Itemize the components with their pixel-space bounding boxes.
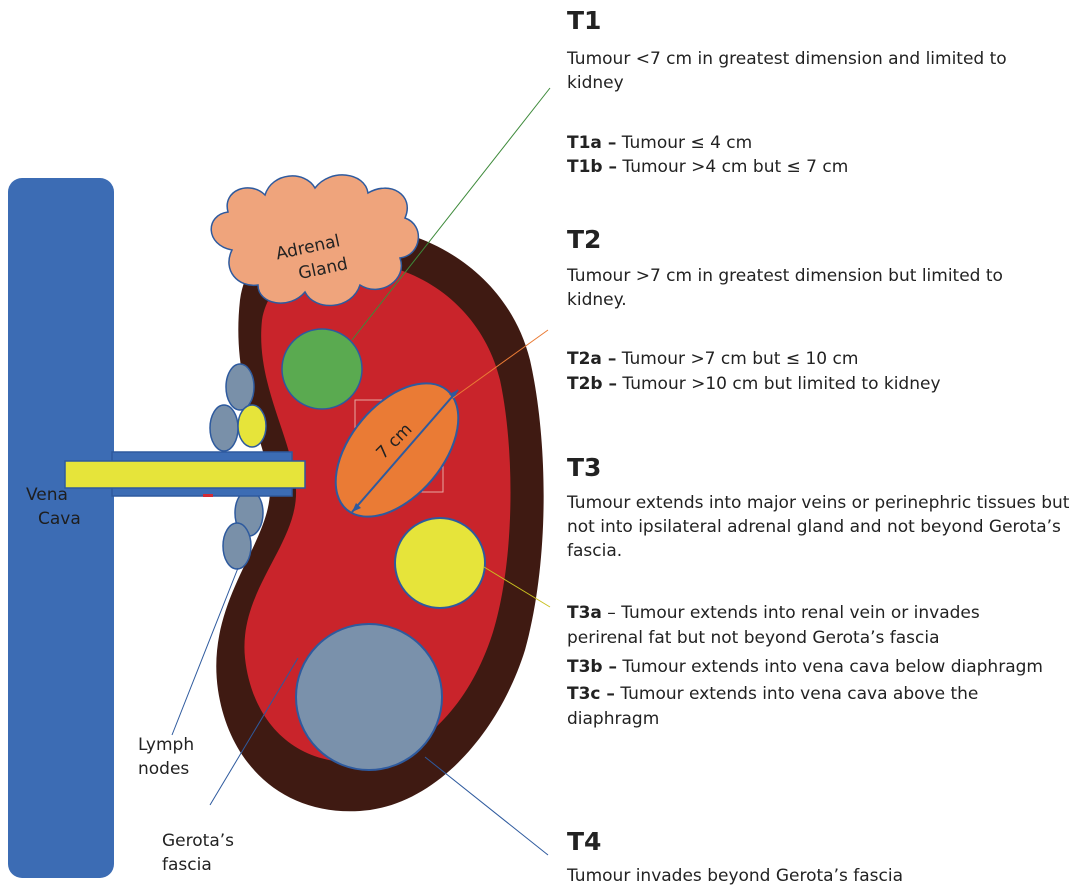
t2a-code: T2a – bbox=[567, 349, 616, 369]
t2b-text: Tumour >10 cm but limited to kidney bbox=[617, 374, 941, 394]
renal-artery bbox=[65, 461, 305, 488]
t1-title: T1 bbox=[567, 6, 601, 36]
t1-tumour bbox=[282, 329, 362, 409]
t3-description: Tumour extends into major veins or perin… bbox=[567, 491, 1079, 563]
t3a-code: T3a bbox=[567, 603, 602, 623]
lymph-node bbox=[210, 405, 238, 451]
t4-title: T4 bbox=[567, 827, 601, 857]
t3b-text: Tumour extends into vena cava below diap… bbox=[617, 657, 1043, 677]
t1a-item: T1a – Tumour ≤ 4 cm bbox=[567, 131, 1082, 155]
t1b-item: T1b – Tumour >4 cm but ≤ 7 cm bbox=[567, 155, 1082, 179]
t3c-item: T3c – Tumour extends into vena cava abov… bbox=[567, 682, 1037, 732]
t1b-text: Tumour >4 cm but ≤ 7 cm bbox=[617, 157, 848, 177]
t2a-text: Tumour >7 cm but ≤ 10 cm bbox=[616, 349, 858, 369]
t2-title: T2 bbox=[567, 225, 601, 255]
lymph-nodes-label-line1: Lymph bbox=[138, 733, 194, 757]
lymph-node-yellow bbox=[238, 405, 266, 447]
vena-cava-label-line2: Cava bbox=[26, 507, 81, 531]
lymph-node bbox=[223, 523, 251, 569]
lymph-nodes-label: Lymph nodes bbox=[138, 733, 194, 781]
t3c-code: T3c – bbox=[567, 684, 615, 704]
t4-description: Tumour invades beyond Gerota’s fascia bbox=[567, 864, 1082, 888]
t3b-item: T3b – Tumour extends into vena cava belo… bbox=[567, 655, 1082, 679]
t3c-text: Tumour extends into vena cava above the … bbox=[567, 684, 978, 729]
t2a-item: T2a – Tumour >7 cm but ≤ 10 cm bbox=[567, 347, 1082, 371]
t4-leader-line bbox=[425, 757, 548, 855]
vena-cava-label: Vena Cava bbox=[26, 483, 81, 531]
t4-tumour bbox=[296, 624, 442, 770]
lymph-nodes-label-line2: nodes bbox=[138, 757, 194, 781]
t3-title: T3 bbox=[567, 453, 601, 483]
gerotas-fascia-label-line2: fascia bbox=[162, 853, 234, 877]
gerotas-fascia-label-line1: Gerota’s bbox=[162, 829, 234, 853]
vena-cava-label-line1: Vena bbox=[26, 483, 81, 507]
t3a-item: T3a – Tumour extends into renal vein or … bbox=[567, 601, 1037, 651]
t2-description: Tumour >7 cm in greatest dimension but l… bbox=[567, 264, 1047, 312]
t1b-code: T1b – bbox=[567, 157, 617, 177]
t1a-text: Tumour ≤ 4 cm bbox=[616, 133, 752, 153]
t3a-text: – Tumour extends into renal vein or inva… bbox=[567, 603, 980, 648]
t2b-item: T2b – Tumour >10 cm but limited to kidne… bbox=[567, 372, 1082, 396]
t1a-code: T1a – bbox=[567, 133, 616, 153]
t3b-code: T3b – bbox=[567, 657, 617, 677]
vessel-marker bbox=[203, 494, 213, 497]
t3-tumour bbox=[395, 518, 485, 608]
lymph-node bbox=[226, 364, 254, 410]
t1-description: Tumour <7 cm in greatest dimension and l… bbox=[567, 47, 1067, 95]
gerotas-fascia-label: Gerota’s fascia bbox=[162, 829, 234, 877]
t2b-code: T2b – bbox=[567, 374, 617, 394]
